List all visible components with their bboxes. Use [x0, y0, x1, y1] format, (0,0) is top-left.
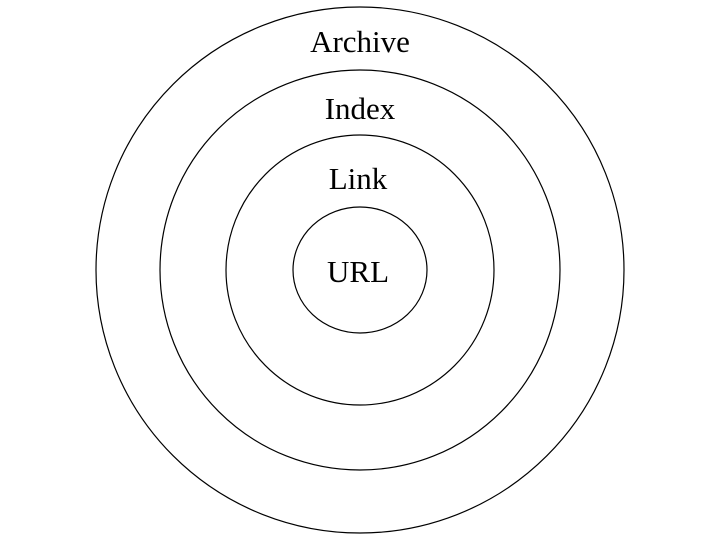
- label-archive: Archive: [310, 24, 410, 59]
- ring-url: [292, 206, 428, 334]
- label-url: URL: [327, 254, 389, 289]
- label-link: Link: [329, 161, 388, 196]
- label-index: Index: [325, 91, 396, 126]
